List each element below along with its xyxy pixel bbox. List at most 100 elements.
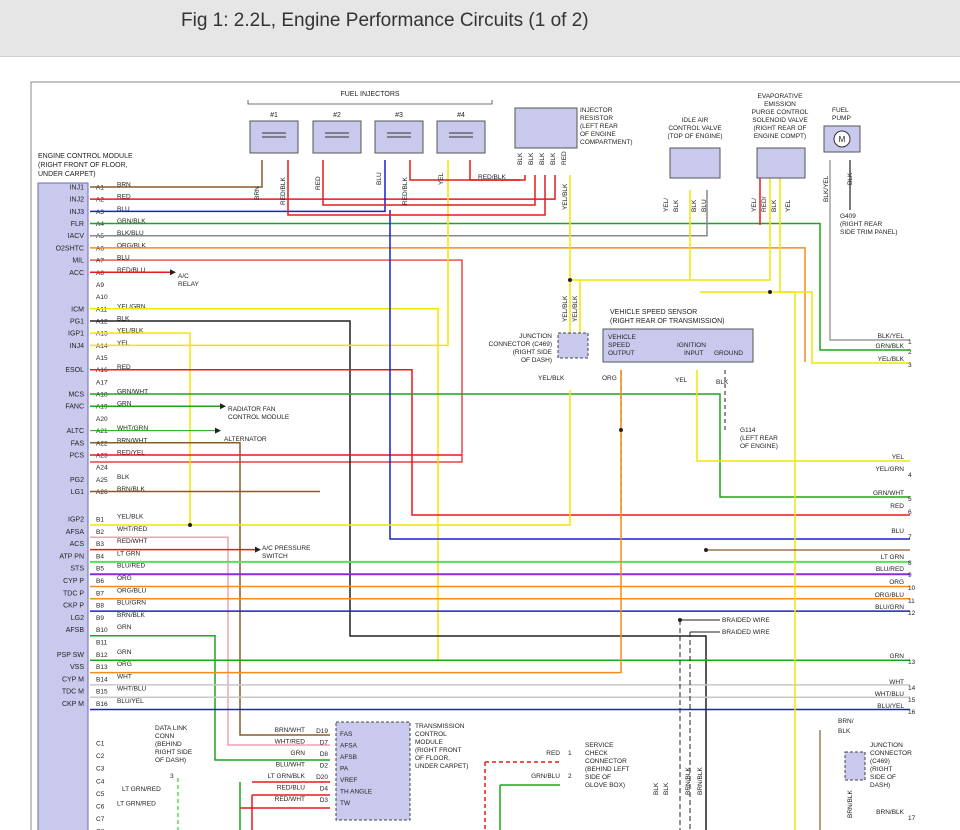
vertical-wire-tag: BRN/BLK	[685, 767, 692, 795]
wire-a14-yel	[90, 160, 449, 347]
jc-body	[557, 332, 589, 359]
edge-terminal-number: 4	[908, 472, 912, 479]
tcm-pin-name: FAS	[340, 731, 353, 738]
vss-pin-label: SPEED	[608, 342, 630, 349]
wire-resistor-yel-blk	[569, 160, 771, 281]
injector-number: #2	[333, 112, 341, 119]
ecm-pin-function: CKP M	[62, 701, 84, 708]
tcm-label: MODULE	[415, 739, 443, 746]
edge-wire-color: BLU/YEL	[877, 703, 904, 710]
edge-wire-color: WHT	[889, 679, 904, 686]
wire-blu-edge7	[389, 210, 910, 540]
edge-wire-color: BLU	[891, 528, 904, 535]
wire-tag: BLK	[716, 379, 729, 386]
vertical-wire-tag: YEL	[438, 172, 445, 185]
ecm-pin-function: ESOL	[65, 367, 84, 374]
jc-label: (RIGHT SIDE	[513, 349, 553, 356]
ecm-pin-function: MIL	[72, 258, 84, 265]
wire-a16-red	[90, 368, 910, 516]
ecm-pin-function: ALTC	[67, 428, 84, 435]
edge-wire-color: YEL	[892, 454, 905, 461]
evap-label: EMISSION	[764, 101, 796, 108]
wire-a7-loop	[90, 259, 463, 463]
dlc-label: CONN	[155, 733, 174, 740]
tcm-pin-name: AFSB	[340, 754, 357, 761]
wire-braided	[680, 619, 720, 633]
ecm-pin-id: A23	[96, 452, 108, 459]
wire-tag: RED/BLK	[478, 174, 506, 181]
ecm-pin-function: LG1	[71, 489, 84, 496]
tcm-label: CONTROL	[415, 731, 447, 738]
tcm-pin-id: D20	[316, 774, 328, 781]
ecm-pin-function: ICM	[71, 306, 84, 313]
ecm-pin-id: A26	[96, 489, 108, 496]
ecm-pin-id: B13	[96, 664, 108, 671]
ecm-pin-id: B16	[96, 701, 108, 708]
edge-wire-color: ORG/BLU	[875, 592, 905, 599]
ecm-pin-function: PSP SW	[57, 652, 84, 659]
edge-terminal-number: 8	[908, 560, 912, 567]
ecm-pin-wire-color: GRN	[117, 624, 132, 631]
edge-terminal-number: 15	[908, 697, 916, 704]
coil-symbol	[325, 132, 349, 138]
service-check-label: SIDE OF	[585, 774, 611, 781]
ecm-pin-function: ACC	[69, 270, 84, 277]
ecm-pin-function: VSS	[70, 664, 84, 671]
wire-tag: YEL/BLK	[538, 375, 565, 382]
ecm-pin-id: A5	[96, 233, 104, 240]
ecm-pin-wire-color: YEL/BLK	[117, 328, 144, 335]
edge-wire-color: BLK/YEL	[878, 333, 905, 340]
sc-pin-id: 2	[568, 773, 572, 780]
ecm-pin-function: CYP P	[63, 578, 84, 585]
vertical-wire-tag: BLK/YEL	[823, 175, 830, 202]
tcm-pin-id: D2	[320, 763, 329, 770]
ecm-pin-wire-color: WHT/BLU	[117, 686, 147, 693]
resistor-label: COMPARTMENT)	[580, 139, 632, 146]
g114-label: G114	[740, 427, 756, 434]
braided-wire-label: BRAIDED WIRE	[722, 617, 770, 624]
splice-dot	[704, 548, 708, 552]
wire-a18-grn-wht	[90, 393, 910, 498]
wire-edge3-yel-blk	[700, 291, 910, 364]
vertical-wire-tag: BLK	[673, 199, 680, 212]
injector-number: #1	[270, 112, 278, 119]
ecm-pin-id: B7	[96, 590, 104, 597]
tcm-pin-name: VREF	[340, 777, 357, 784]
ecm-title-line: UNDER CARPET)	[38, 171, 96, 178]
injector-number: #4	[457, 112, 465, 119]
wire-brn-blk-right	[706, 549, 910, 830]
ecm-pin-id: C2	[96, 753, 105, 760]
vss-pin-label: GROUND	[714, 350, 743, 357]
ecm-pin-id: C6	[96, 804, 105, 811]
ecm-pin-c5: C5	[96, 791, 105, 798]
fan-module-label: RADIATOR FAN	[228, 406, 276, 413]
ecm-pin-function: CKP P	[63, 603, 84, 610]
ecm-pin-id: B15	[96, 689, 108, 696]
ecm-pin-function: PG2	[70, 477, 84, 484]
g114-label: OF ENGINE)	[740, 443, 778, 450]
ecm-pin-wire-color: WHT/GRN	[117, 425, 148, 432]
ecm-pin-id: A24	[96, 465, 108, 472]
edge-wire-color: BLU/GRN	[875, 604, 904, 611]
vehicle-speed-sensor: VEHICLE SPEED SENSOR(RIGHT REAR OF TRANS…	[602, 309, 754, 363]
ecm-pin-wire-color: BRN/BLK	[117, 486, 145, 493]
vertical-wire-tag: RED/BLK	[402, 177, 409, 205]
vss-pin-label: OUTPUT	[608, 350, 635, 357]
g409-label: SIDE TRIM PANEL)	[840, 229, 898, 236]
